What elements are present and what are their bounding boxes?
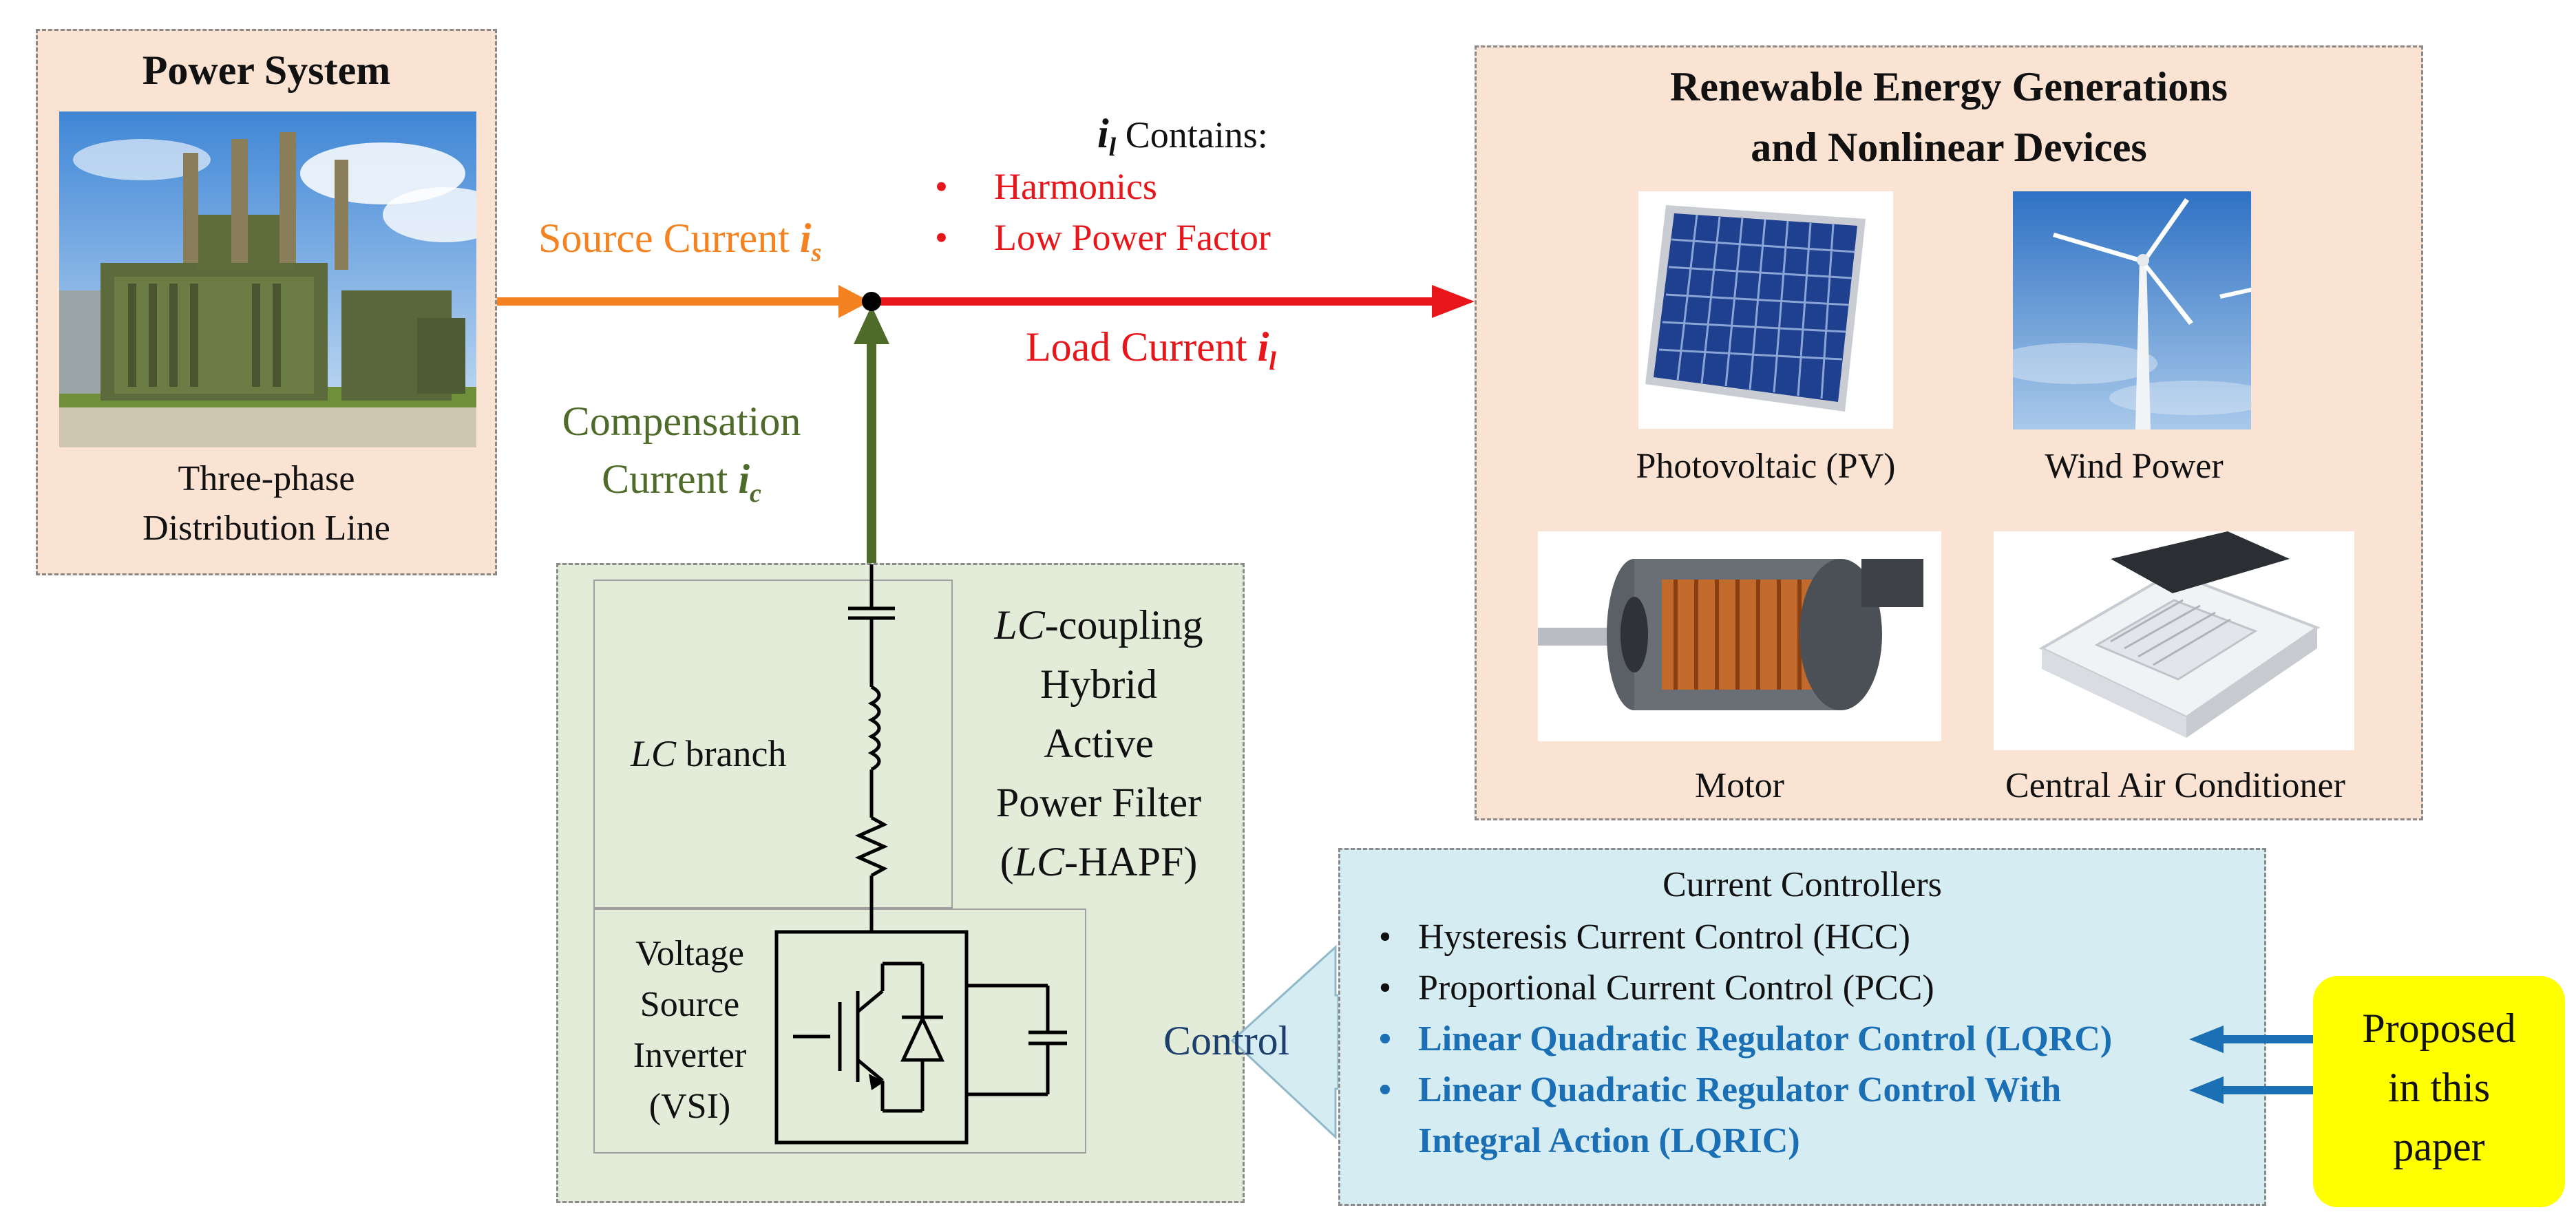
vsi-box <box>593 909 1086 1154</box>
power-system-title: Power System <box>142 47 391 93</box>
compensation-current-arrowhead <box>854 306 889 344</box>
power-system-caption-2: Distribution Line <box>142 509 390 548</box>
ac-label: Central Air Conditioner <box>2005 766 2345 805</box>
controllers-title: Current Controllers <box>1662 865 1942 904</box>
vsi-label-1: Voltage <box>635 934 744 973</box>
source-current-label: Source Current is <box>538 215 822 267</box>
hapf-label-2: Hybrid <box>1040 661 1157 707</box>
renewables-title-2: and Nonlinear Devices <box>1751 125 2147 170</box>
hapf-label-4: Power Filter <box>995 780 1202 825</box>
contains-bullet-1: •Harmonics <box>935 166 1157 207</box>
wind-label: Wind Power <box>2045 447 2224 486</box>
controller-item-pcc: •Proportional Current Control (PCC) <box>1378 968 1934 1008</box>
controller-item-lqric-2: Integral Action (LQRIC) <box>1418 1121 1800 1160</box>
renewables-title-1: Renewable Energy Generations <box>1670 64 2228 109</box>
current-controllers-box <box>1338 848 2266 1206</box>
proposed-line-3: paper <box>2393 1124 2485 1169</box>
resistor-symbol <box>854 816 889 878</box>
compensation-label-1: Compensation <box>562 399 801 444</box>
controller-item-lqrc: •Linear Quadratic Regulator Control (LQR… <box>1378 1019 2113 1059</box>
pv-label: Photovoltaic (PV) <box>1636 447 1896 486</box>
proposed-line-2: in this <box>2387 1065 2491 1110</box>
hapf-label-5: (LC-HAPF) <box>1000 839 1198 884</box>
power-system-caption-1: Three-phase <box>178 459 355 498</box>
lc-hapf-box <box>556 563 1245 1203</box>
control-label: Control <box>1163 1018 1290 1063</box>
vsi-label-4: (VSI) <box>648 1087 731 1126</box>
air-conditioner-icon <box>1994 531 2354 750</box>
lc-branch-label: LC branch <box>631 733 787 774</box>
source-current-arrowhead <box>838 285 870 318</box>
vsi-label-3: Inverter <box>633 1036 747 1075</box>
controller-item-hcc: •Hysteresis Current Control (HCC) <box>1378 917 1910 957</box>
hapf-label-1: LC-coupling <box>994 602 1203 648</box>
proposed-line-1: Proposed <box>2362 1006 2516 1051</box>
load-contains-heading: il Contains: <box>1097 111 1268 162</box>
substation-image <box>59 111 476 447</box>
proposed-box <box>2313 976 2565 1207</box>
wind-turbine-icon <box>2013 191 2251 429</box>
solar-panel-icon <box>1638 191 1893 429</box>
inductor-symbol <box>867 685 881 772</box>
vsi-switch-box <box>774 930 969 1145</box>
load-current-arrowhead <box>1432 285 1475 318</box>
contains-bullet-2: •Low Power Factor <box>935 217 1271 258</box>
junction-node <box>862 292 881 311</box>
motor-label: Motor <box>1695 766 1784 805</box>
controller-item-lqric-1: •Linear Quadratic Regulator Control With <box>1378 1070 2062 1109</box>
vsi-label-2: Source <box>640 985 740 1024</box>
load-current-label: Load Current il <box>1026 324 1276 376</box>
hapf-label-3: Active <box>1044 721 1154 766</box>
compensation-label-2: Current ic <box>602 456 761 508</box>
motor-icon <box>1538 531 1941 741</box>
lc-branch-box <box>593 580 953 909</box>
